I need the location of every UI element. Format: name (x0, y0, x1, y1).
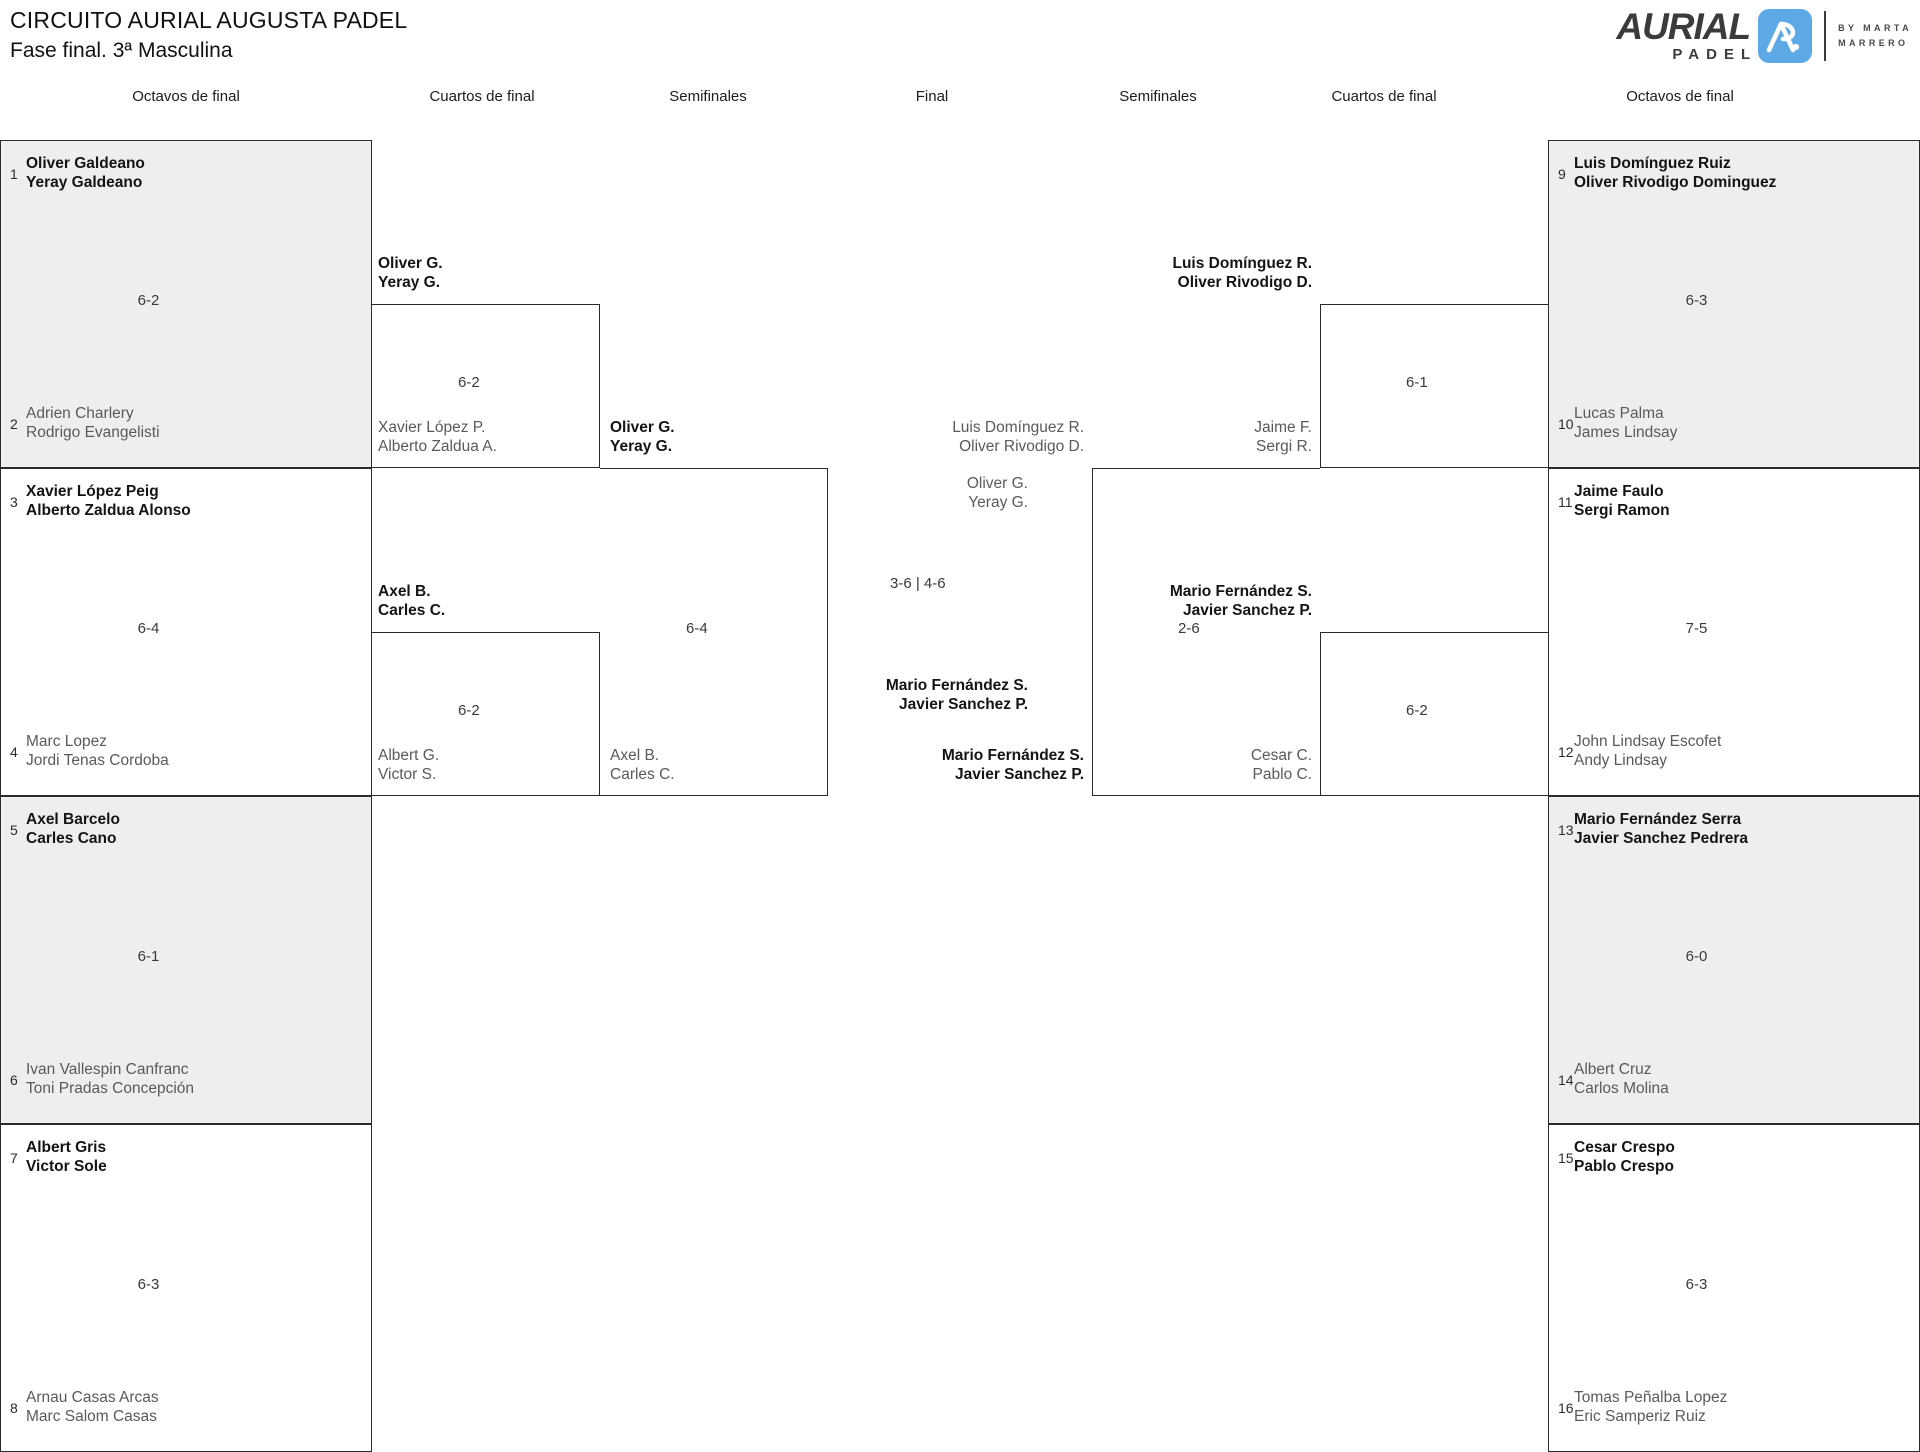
round-header-5: Cuartos de final (1331, 88, 1437, 105)
match-team-top: Mario Fernández S.Javier Sanchez P. (1169, 583, 1312, 620)
seed-number: 11 (1558, 494, 1573, 510)
r16-match-box[interactable] (0, 796, 372, 1124)
brand-logo: AURIAL PADEL BY MARTA MARRERO (1616, 8, 1912, 64)
r16-score: 6-4 (137, 620, 160, 637)
match-team-top: Luis Domínguez R.Oliver Rivodigo D. (952, 419, 1084, 456)
logo-divider (1824, 11, 1827, 61)
match-team-bottom: Cesar C.Pablo C. (1250, 747, 1312, 784)
match-team-bottom: Xavier López P.Alberto Zaldua A. (378, 419, 497, 456)
seed-number: 9 (1558, 166, 1566, 182)
seed-number: 12 (1558, 744, 1574, 760)
r16-match-box[interactable] (1548, 140, 1920, 468)
tournament-title: CIRCUITO AURIAL AUGUSTA PADEL (10, 7, 408, 33)
logo-aurial-text: AURIAL (1616, 5, 1751, 47)
match-score: 6-4 (686, 620, 708, 637)
final-score: 3-6 | 4-6 (890, 575, 946, 592)
connector-box[interactable] (600, 468, 828, 796)
match-score: 6-2 (458, 374, 480, 391)
logo-wordmark: AURIAL PADEL (1616, 5, 1751, 63)
tournament-subtitle: Fase final. 3ª Masculina (10, 38, 233, 62)
round-header-3: Final (915, 88, 949, 105)
seed-number: 3 (10, 494, 18, 510)
seed-number: 10 (1558, 416, 1574, 432)
logo-padel-text: PADEL (1672, 46, 1758, 64)
seed-number: 8 (10, 1400, 18, 1416)
seed-number: 13 (1558, 822, 1574, 838)
connector-box[interactable] (1320, 632, 1548, 796)
logo-byline-2: MARRERO (1838, 38, 1909, 48)
round-header-6: Octavos de final (1626, 88, 1734, 105)
match-score: 2-6 (1178, 620, 1200, 637)
match-score: 6-1 (1406, 374, 1428, 391)
seed-number: 7 (10, 1150, 18, 1166)
page-title: CIRCUITO AURIAL AUGUSTA PADEL Fase final… (10, 6, 407, 64)
seed-number: 1 (10, 166, 18, 182)
r16-score: 6-3 (1685, 1276, 1708, 1293)
round-header-4: Semifinales (1119, 88, 1197, 105)
match-team-bottom: Albert G.Victor S. (378, 747, 440, 784)
logo-byline: BY MARTA MARRERO (1838, 21, 1912, 52)
match-score: 6-2 (1406, 702, 1428, 719)
connector-box[interactable] (372, 632, 600, 796)
round-header-1: Cuartos de final (429, 88, 535, 105)
match-score: 6-2 (458, 702, 480, 719)
seed-number: 6 (10, 1072, 18, 1088)
round-header-2: Semifinales (669, 88, 747, 105)
r16-match-box[interactable] (0, 468, 372, 796)
seed-number: 14 (1558, 1072, 1574, 1088)
match-team-bottom: Mario Fernández S.Javier Sanchez P. (941, 747, 1084, 784)
match-team-bottom: Jaime F.Sergi R. (1254, 419, 1312, 456)
seed-number: 5 (10, 822, 18, 838)
r16-score: 6-3 (1685, 292, 1708, 309)
connector-box[interactable] (372, 304, 600, 468)
ap-monogram-icon (1758, 9, 1813, 63)
connector-box[interactable] (1092, 468, 1320, 796)
connector-box[interactable] (1320, 304, 1548, 468)
match-team-top: Oliver G.Yeray G. (610, 419, 675, 456)
bracket-stage: CIRCUITO AURIAL AUGUSTA PADEL Fase final… (0, 6, 1920, 1452)
seed-number: 15 (1558, 1150, 1574, 1166)
r16-score: 6-3 (137, 1276, 160, 1293)
r16-match-box[interactable] (1548, 796, 1920, 1124)
final-team-top: Oliver G.Yeray G. (966, 475, 1028, 512)
final-team-bottom: Mario Fernández S.Javier Sanchez P. (885, 677, 1028, 714)
seed-number: 16 (1558, 1400, 1574, 1416)
r16-score: 6-1 (137, 948, 160, 965)
r16-score: 7-5 (1685, 620, 1708, 637)
match-team-top: Axel B.Carles C. (378, 583, 446, 620)
match-team-bottom: Axel B.Carles C. (610, 747, 675, 784)
r16-score: 6-0 (1685, 948, 1708, 965)
match-team-top: Luis Domínguez R.Oliver Rivodigo D. (1172, 255, 1313, 292)
seed-number: 4 (10, 744, 18, 760)
r16-match-box[interactable] (1548, 468, 1920, 796)
logo-byline-1: BY MARTA (1838, 22, 1912, 33)
round-header-0: Octavos de final (132, 88, 240, 105)
r16-match-box[interactable] (0, 140, 372, 468)
seed-number: 2 (10, 416, 18, 432)
match-team-top: Oliver G.Yeray G. (378, 255, 443, 292)
r16-score: 6-2 (137, 292, 160, 309)
